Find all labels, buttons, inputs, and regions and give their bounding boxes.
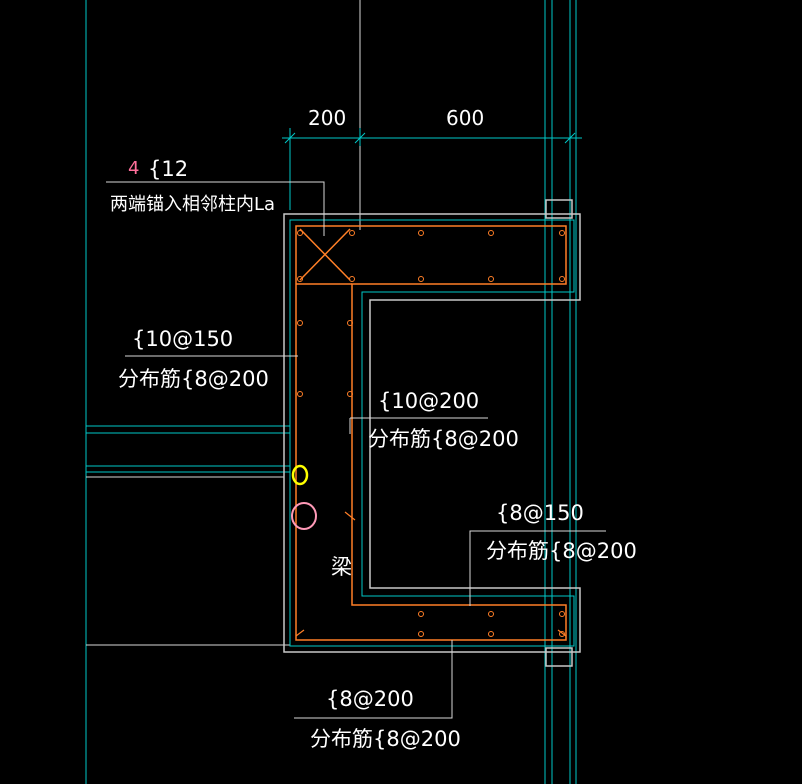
dimension-right-label: 600 <box>446 106 484 130</box>
rebar-dots <box>297 230 565 637</box>
beam-label: 梁 <box>331 555 352 579</box>
inner-wall-main-bar: {10@200 <box>378 389 479 413</box>
concrete-outline <box>283 199 581 667</box>
right-slab-distribution-bar: 分布筋{8@200 <box>486 539 637 563</box>
dimension-line <box>282 128 582 210</box>
bottom-slab-main-bar: {8@200 <box>326 687 414 711</box>
top-rebar-count-mark: 4 <box>128 158 139 179</box>
left-wall-main-bar: {10@150 <box>132 327 233 351</box>
bottom-slab-distribution-bar: 分布筋{8@200 <box>310 727 461 751</box>
highlight-pink-circle <box>291 502 317 530</box>
rebar-cage <box>295 225 567 641</box>
leader-lines <box>106 181 606 719</box>
highlight-yellow-circle <box>291 464 309 486</box>
inner-wall-distribution-bar: 分布筋{8@200 <box>368 427 519 451</box>
top-rebar-anchor-note: 两端锚入相邻柱内La <box>110 194 275 215</box>
reference-lines <box>86 0 361 646</box>
left-wall-distribution-bar: 分布筋{8@200 <box>118 367 269 391</box>
dimension-left-label: 200 <box>308 106 346 130</box>
rebar-ties <box>295 511 567 637</box>
right-slab-main-bar: {8@150 <box>496 501 584 525</box>
top-rebar-spec: {12 <box>148 157 188 181</box>
